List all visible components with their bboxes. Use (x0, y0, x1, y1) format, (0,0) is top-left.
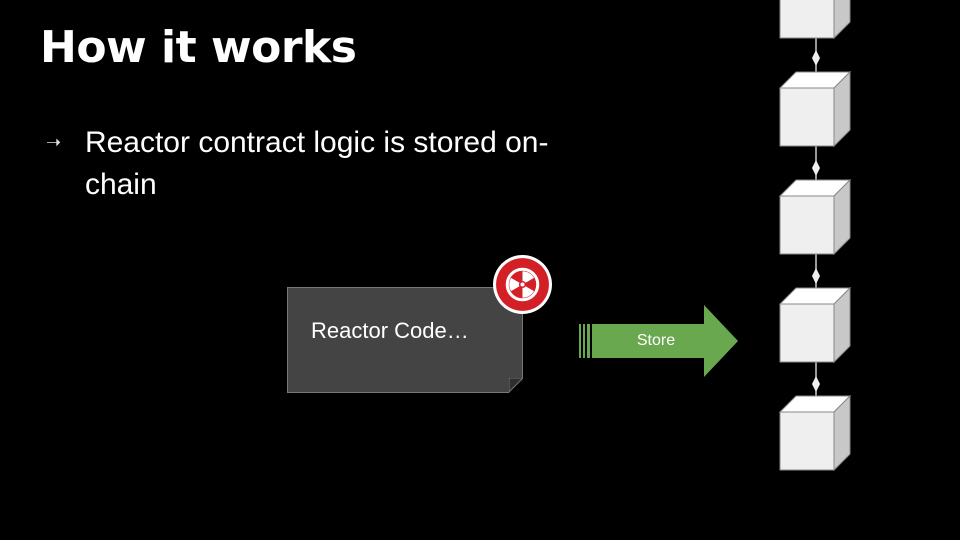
chain-block (779, 71, 851, 147)
reactor-code-box (287, 287, 523, 393)
page-fold-corner (509, 378, 523, 392)
bullet-item: ➝ Reactor contract logic is stored on-ch… (46, 122, 606, 206)
chain-block (779, 395, 851, 471)
chain-block (779, 179, 851, 255)
chain-block (779, 287, 851, 363)
chain-block (779, 0, 851, 39)
bullet-text: Reactor contract logic is stored on-chai… (84, 126, 549, 201)
reactor-code-label: Reactor Code… (311, 318, 469, 343)
bullet-arrow-icon: ➝ (46, 132, 62, 152)
blockchain-chain (779, 0, 851, 471)
radiation-icon (493, 255, 552, 314)
store-arrow (579, 305, 738, 377)
slide-title: How it works (40, 22, 357, 73)
store-label: Store (636, 332, 676, 349)
